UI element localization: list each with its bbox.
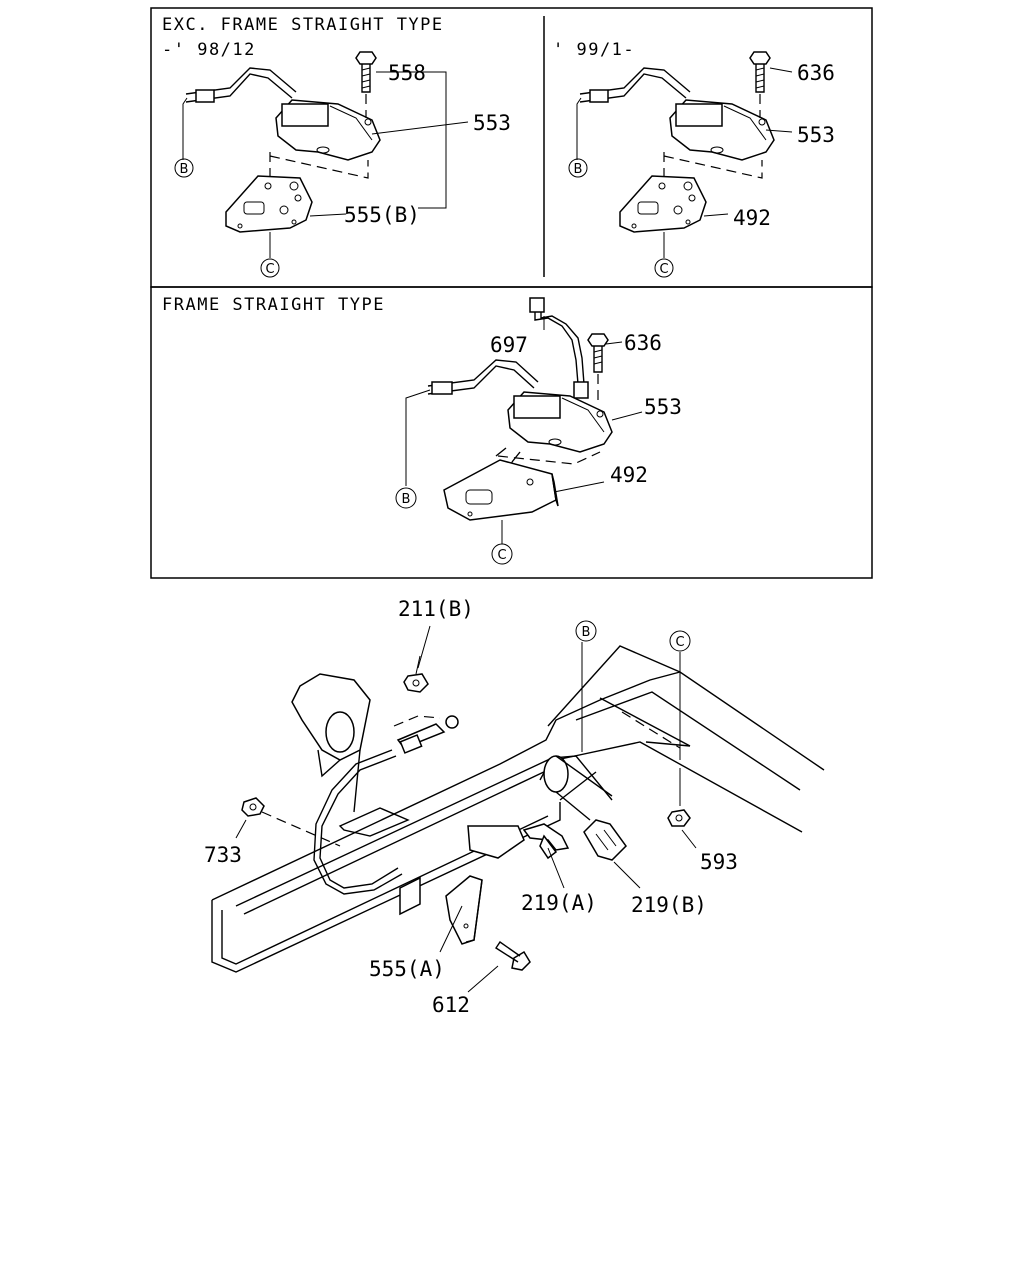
marker-c-top-left: C [260, 258, 280, 278]
top-right-plate [619, 175, 707, 233]
callout-636-top-right: 636 [797, 61, 835, 85]
top-left-bolt-558 [355, 51, 377, 118]
callout-733: 733 [204, 843, 242, 867]
middle-actuator [507, 391, 613, 453]
marker-b-bottom: B [575, 620, 597, 642]
clip-219b [583, 819, 627, 861]
bottom-leaders [235, 625, 697, 993]
callout-555b: 555(B) [344, 203, 420, 227]
top-right-cable [576, 67, 691, 160]
marker-b-top-left: B [174, 158, 194, 178]
top-left-leaders [269, 71, 469, 258]
middle-panel-frame [150, 286, 873, 579]
middle-title: FRAME STRAIGHT TYPE [162, 295, 385, 315]
callout-553-top-right: 553 [797, 123, 835, 147]
callout-553-middle: 553 [644, 395, 682, 419]
marker-b-top-right: B [568, 158, 588, 178]
frame-rail [211, 645, 825, 973]
callout-558: 558 [388, 61, 426, 85]
nut-211b [403, 655, 429, 693]
top-left-plate [225, 175, 313, 233]
callout-593: 593 [700, 850, 738, 874]
callout-211b: 211(B) [398, 597, 474, 621]
svg-text:B: B [402, 492, 411, 507]
nut-733 [241, 797, 341, 847]
parking-brake-cable [313, 715, 459, 895]
top-right-subtitle: ' 99/1- [553, 40, 635, 60]
cab-mount [291, 673, 410, 837]
middle-sensor-connector [529, 297, 589, 399]
svg-text:B: B [582, 625, 591, 640]
top-left-subtitle: -' 98/12 [162, 40, 256, 60]
bracket-219a [522, 823, 570, 860]
middle-cable [405, 359, 539, 486]
svg-text:C: C [675, 635, 684, 650]
marker-b-middle: B [395, 487, 417, 509]
middle-bolt-636 [587, 333, 609, 404]
top-left-title: EXC. FRAME STRAIGHT TYPE [162, 15, 444, 35]
top-right-bolt-636 [749, 51, 771, 118]
crossmember [543, 711, 681, 821]
top-right-leaders [663, 67, 793, 258]
top-right-actuator [669, 99, 775, 161]
bracket-555a [399, 825, 525, 945]
svg-text:B: B [574, 162, 583, 177]
marker-c-top-right: C [654, 258, 674, 278]
marker-c-bottom: C [669, 630, 691, 652]
nut-593 [667, 768, 691, 827]
callout-219b: 219(B) [631, 893, 707, 917]
callout-636-middle: 636 [624, 331, 662, 355]
bolt-612 [495, 941, 531, 971]
callout-555a: 555(A) [369, 957, 445, 981]
callout-492-top-right: 492 [733, 206, 771, 230]
callout-219a: 219(A) [521, 891, 597, 915]
top-left-cable [182, 67, 297, 160]
callout-697: 697 [490, 333, 528, 357]
callout-492-middle: 492 [610, 463, 648, 487]
top-left-actuator [275, 99, 381, 161]
middle-bracket [443, 447, 559, 521]
middle-leaders [501, 316, 643, 544]
svg-text:B: B [180, 162, 189, 177]
marker-c-middle: C [491, 543, 513, 565]
svg-text:C: C [659, 262, 668, 277]
svg-text:C: C [265, 262, 274, 277]
callout-612: 612 [432, 993, 470, 1017]
callout-553-top-left: 553 [473, 111, 511, 135]
svg-text:C: C [497, 548, 506, 563]
